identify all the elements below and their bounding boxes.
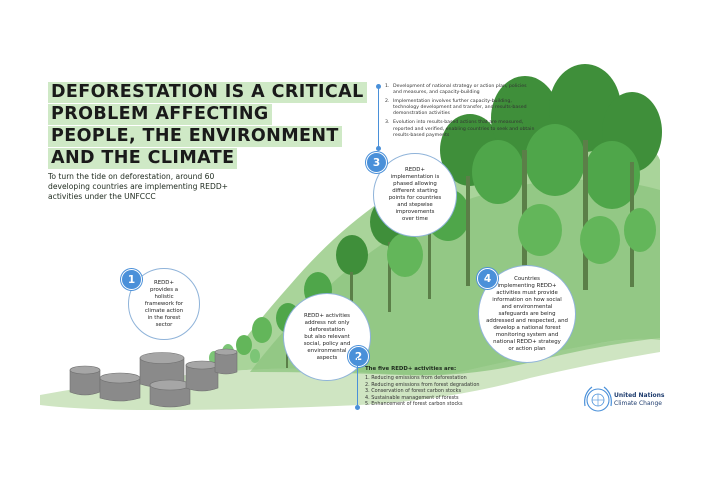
phases-list: 1.Development of national strategy or ac… — [385, 84, 535, 142]
activity-item: 1. Reducing emissions from deforestation — [365, 375, 467, 381]
title-line-4: AND THE CLIMATE — [48, 148, 238, 169]
phases-timeline — [378, 86, 379, 149]
intro-text: To turn the tide on deforestation, aroun… — [48, 172, 229, 202]
phase-item: 2.Implementation involves further capaci… — [385, 99, 527, 117]
step-3-number: 3 — [366, 152, 387, 173]
phase-dot — [376, 146, 381, 151]
logo-line-1: United Nations — [614, 392, 665, 399]
step-4-number: 4 — [477, 268, 498, 289]
step-2-number: 2 — [348, 346, 369, 367]
phase-item: 1.Development of national strategy or ac… — [385, 84, 527, 96]
unfccc-logo-text: United Nations Climate Change — [614, 392, 664, 407]
un-emblem-icon — [584, 386, 612, 412]
five-activities-list: 1. Reducing emissions from deforestation… — [365, 375, 515, 408]
stumps — [69, 348, 238, 408]
step-1-number: 1 — [121, 269, 142, 290]
logo-line-2: Climate Change — [614, 399, 662, 407]
five-activities-heading: The five REDD+ activities are: — [365, 366, 457, 372]
activity-item: 3. Conservation of forest carbon stocks — [365, 388, 461, 395]
activities-line — [357, 358, 358, 408]
five-activities: The five REDD+ activities are: 1. Reduci… — [365, 366, 515, 408]
activity-item: 5. Enhancement of forest carbon stocks — [365, 401, 463, 408]
activity-item: 2. Reducing emissions from forest degrad… — [365, 381, 480, 388]
foreground-trees — [236, 204, 656, 355]
title-line-2: PROBLEM AFFECTING — [48, 104, 272, 125]
activity-item: 4. Sustainable management of forests — [365, 394, 459, 401]
activities-dot — [355, 405, 360, 410]
title-line-3: PEOPLE, THE ENVIRONMENT — [48, 126, 342, 147]
title-line-1: DEFORESTATION IS A CRITICAL — [48, 82, 367, 103]
phase-dot — [376, 84, 381, 89]
phase-item: 3.Evolution into results-based actions t… — [385, 120, 535, 138]
